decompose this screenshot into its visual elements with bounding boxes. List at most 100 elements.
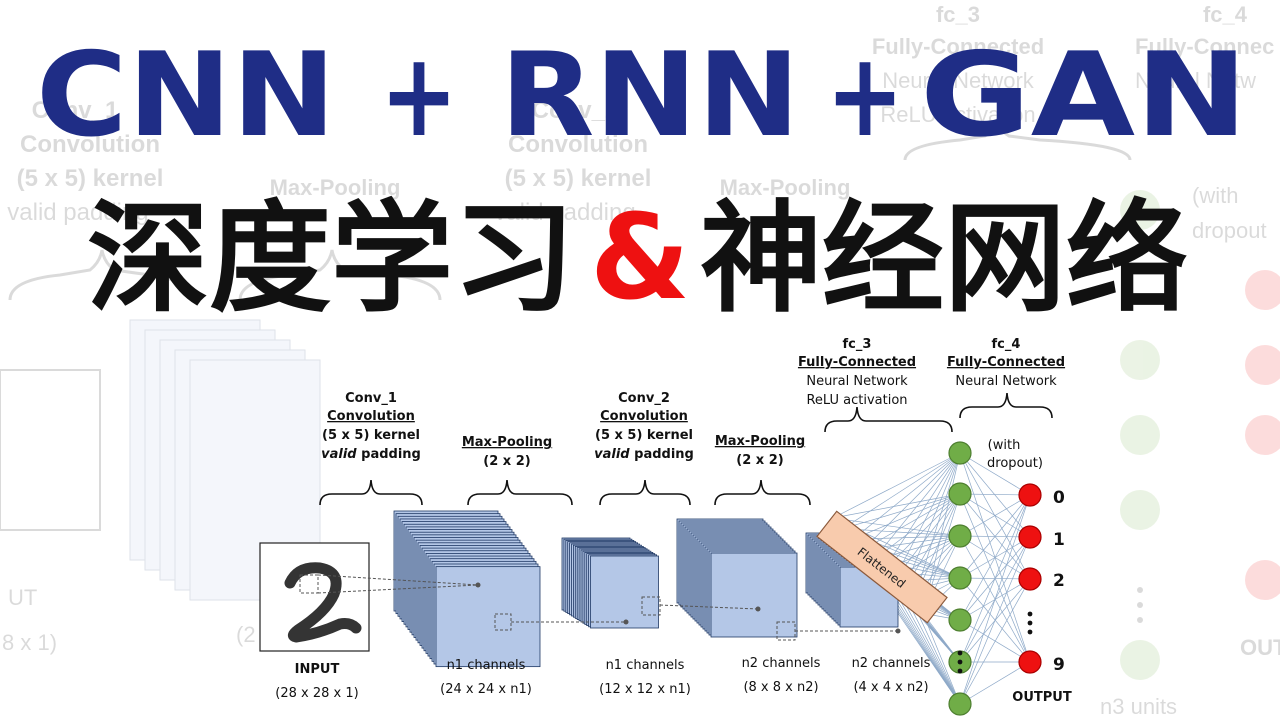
output-label-2: 2	[1053, 571, 1065, 591]
projection-point	[895, 628, 901, 634]
fc-edge	[842, 452, 961, 529]
title-plus-1: +	[380, 28, 458, 163]
title-ampersand: &	[590, 188, 690, 326]
hidden-node	[948, 692, 972, 716]
ghost-text: 8 x 1)	[2, 630, 57, 655]
projection-line	[659, 604, 759, 610]
output-label-0: 0	[1053, 488, 1065, 508]
pool1-name: Max-Pooling	[462, 435, 552, 450]
ghost-text: Fully-Connec	[1135, 34, 1274, 59]
output-ellipsis	[1027, 611, 1033, 635]
output-label: OUTPUT	[1012, 690, 1072, 705]
fc-edge	[959, 494, 1031, 537]
ghost-text: n	[244, 580, 256, 605]
fc-edge	[959, 494, 1031, 705]
feature-map	[710, 552, 798, 638]
hidden-node	[948, 608, 972, 632]
fc3-act: ReLU activation	[806, 393, 907, 408]
pool1-out-label: n1 channels	[606, 658, 685, 673]
ghost-text: UT	[8, 585, 37, 610]
ghost-text: fc_4	[1203, 2, 1248, 27]
ghost-text: valid padding	[494, 199, 635, 226]
ghost-text: ReLU activation	[880, 102, 1035, 127]
kernel-window	[494, 613, 512, 631]
fc-edge	[862, 452, 961, 551]
output-node	[1018, 650, 1042, 674]
fc-edge	[842, 528, 961, 537]
kernel-window	[299, 574, 319, 594]
fc-edge	[852, 493, 961, 540]
pool1-out-dims: (12 x 12 x n1)	[599, 682, 691, 697]
stage-label-conv2: Conv_2 Convolution (5 x 5) kernel valid …	[594, 391, 694, 462]
input-dims: (28 x 28 x 1)	[275, 686, 358, 701]
title-rnn: RNN	[500, 28, 800, 163]
conv2-out-label: n2 channels	[742, 656, 821, 671]
output-label-9: 9	[1053, 655, 1065, 675]
conv1-out-label: n1 channels	[447, 658, 526, 673]
hidden-ellipsis	[957, 650, 963, 674]
fc4-type: Fully-Connected	[947, 355, 1065, 370]
fc-edge	[959, 452, 1031, 580]
output-label-1: 1	[1053, 530, 1065, 550]
pool2-name: Max-Pooling	[715, 434, 805, 449]
fc-edge	[959, 578, 1031, 705]
conv1-out-dims: (24 x 24 x n1)	[440, 682, 532, 697]
bottom-labels: INPUT (28 x 28 x 1) n1 channels (24 x 24…	[275, 656, 1072, 705]
conv2-padding: valid padding	[594, 447, 694, 462]
fc-edge	[959, 494, 1031, 579]
fc3-net: Neural Network	[806, 374, 908, 389]
fc-edge	[862, 493, 961, 551]
title-gan: GAN	[920, 28, 1248, 163]
ghost-text: OUT	[1240, 635, 1280, 660]
ghost-text: (2	[236, 622, 256, 647]
title-cnn: CNN	[36, 28, 336, 163]
brace-fc4	[959, 392, 1053, 419]
flattened-layer: Flattened	[816, 510, 948, 624]
ghost-text: Fully-Connected	[872, 34, 1044, 59]
projection-point	[475, 582, 481, 588]
pool2-size: (2 x 2)	[736, 453, 783, 468]
ghost-input-box	[0, 369, 101, 531]
stage-label-pool2: Max-Pooling (2 x 2)	[715, 434, 805, 468]
fc4-net: Neural Network	[955, 374, 1057, 389]
hidden-node	[948, 441, 972, 465]
stage-label-pool1: Max-Pooling (2 x 2)	[462, 435, 552, 469]
fc3-type: Fully-Connected	[798, 355, 916, 370]
dropout-line-2: dropout)	[987, 456, 1043, 471]
ghost-text: Convolution	[20, 131, 160, 158]
fc-edge	[959, 536, 1031, 705]
stage-label-fc3: fc_3 Fully-Connected Neural Network ReLU…	[798, 337, 916, 408]
ghost-text: Neural Netw	[1135, 68, 1256, 93]
handwritten-digit-2	[284, 562, 362, 643]
fc3-name: fc_3	[843, 337, 872, 352]
conv2-out-dims: (8 x 8 x n2)	[743, 680, 818, 695]
stage-label-conv1: Conv_1 Convolution (5 x 5) kernel valid …	[321, 391, 421, 462]
ghost-text: valid padding	[7, 199, 148, 226]
fc-edge	[832, 452, 961, 519]
pool1-size: (2 x 2)	[483, 454, 530, 469]
ghost-text: (5 x 5) kernel	[17, 165, 164, 192]
title-line-1: CNN + RNN + GAN	[36, 28, 1248, 163]
conv1-kernel: (5 x 5) kernel	[322, 428, 420, 443]
brace-fc3	[824, 406, 953, 433]
ghost-text: fc_3	[936, 2, 980, 27]
conv1-feature-maps	[393, 510, 541, 668]
ghost-text: dropout	[1192, 218, 1267, 243]
fc-edge	[882, 452, 961, 572]
flattened-bar	[816, 510, 948, 624]
fc-edge	[959, 493, 1031, 496]
pool2-out-label: n2 channels	[852, 656, 931, 671]
ghost-nodes	[1120, 190, 1280, 680]
conv2-type: Convolution	[600, 409, 688, 424]
title-neural-network: 神经网络	[700, 190, 1188, 329]
conv1-name: Conv_1	[345, 391, 397, 406]
feature-map	[590, 555, 659, 629]
ghost-text: (with	[1192, 183, 1238, 208]
projection-point	[755, 606, 761, 612]
pool2-out-dims: (4 x 4 x n2)	[853, 680, 928, 695]
receptive-field-lines	[299, 574, 901, 641]
feature-map	[435, 566, 541, 668]
projection-line	[317, 584, 479, 594]
hidden-node	[948, 482, 972, 506]
